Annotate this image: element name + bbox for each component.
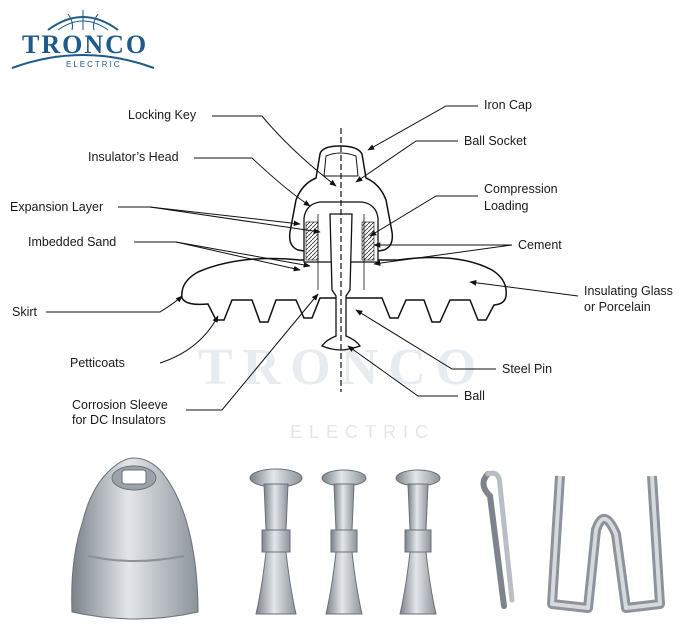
label-ball: Ball (464, 389, 485, 403)
split-pin-photo (480, 470, 515, 609)
label-insulators-head: Insulator’s Head (88, 150, 179, 164)
label-corrosion-sleeve-1: Corrosion Sleeve (72, 398, 168, 412)
tronco-logo: TRONCO ELECTRIC (8, 4, 158, 72)
label-locking-key: Locking Key (128, 108, 197, 122)
locking-key-photo (547, 475, 665, 613)
label-compression-2: Loading (484, 199, 529, 213)
label-iron-cap: Iron Cap (484, 98, 532, 112)
label-steel-pin: Steel Pin (502, 362, 553, 376)
label-insulating-1: Insulating Glass (584, 284, 673, 298)
label-imbedded-sand: Imbedded Sand (28, 235, 117, 249)
iron-cap-photo (71, 457, 199, 620)
label-insulating-2: or Porcelain (584, 300, 651, 314)
globe-arc-icon (11, 10, 155, 69)
logo-name: TRONCO (22, 30, 149, 59)
watermark-sub: ELECTRIC (290, 422, 436, 442)
label-petticoats: Petticoats (70, 356, 125, 370)
steel-pins-photo (249, 468, 441, 615)
logo-sub: ELECTRIC (66, 60, 122, 69)
label-ball-socket: Ball Socket (464, 134, 527, 148)
label-skirt: Skirt (12, 305, 37, 319)
label-corrosion-sleeve-2: for DC Insulators (72, 413, 166, 427)
label-expansion-layer: Expansion Layer (10, 200, 104, 214)
label-cement: Cement (518, 238, 562, 252)
label-compression-1: Compression (484, 182, 558, 196)
